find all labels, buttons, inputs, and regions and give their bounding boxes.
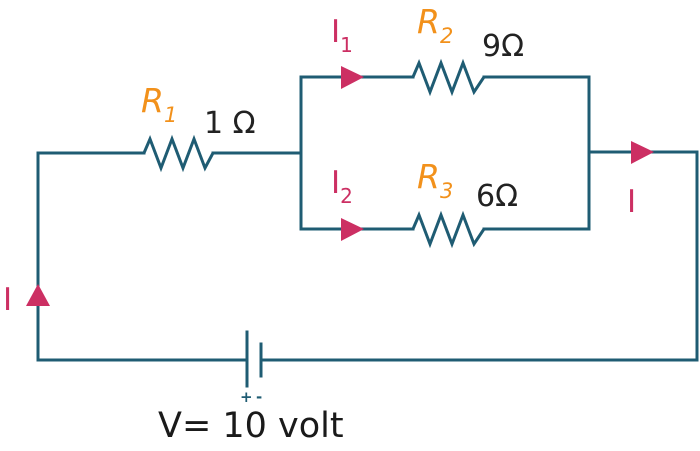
r2-name: R xyxy=(417,2,440,41)
r2-subscript: 2 xyxy=(440,24,453,48)
r1-subscript: 1 xyxy=(164,103,177,127)
battery-plus-sign: + xyxy=(240,388,253,406)
svg-text:R1: R1 xyxy=(141,81,177,127)
current-label-left: I xyxy=(3,282,12,318)
arrow-right xyxy=(631,141,654,164)
i1-name: I xyxy=(331,14,340,50)
svg-text:I1: I1 xyxy=(331,14,353,57)
current-label-right: I xyxy=(627,184,636,220)
wire-left-top xyxy=(36,153,247,362)
arrow-left xyxy=(26,284,50,306)
wire-right xyxy=(587,150,699,362)
resistor-r2 xyxy=(411,58,486,97)
r2-value: 9Ω xyxy=(482,29,524,64)
resistor-r1 xyxy=(142,134,215,173)
battery-minus-sign: - xyxy=(256,388,262,406)
r3-name: R xyxy=(417,157,440,196)
r3-value: 6Ω xyxy=(476,179,518,214)
svg-text:I2: I2 xyxy=(331,165,353,208)
i1-subscript: 1 xyxy=(340,33,353,57)
arrow-i2 xyxy=(341,218,364,241)
voltage-label: V= 10 volt xyxy=(158,406,344,446)
i2-subscript: 2 xyxy=(340,184,353,208)
svg-text:R2: R2 xyxy=(417,2,453,48)
r1-name: R xyxy=(141,81,164,120)
r3-subscript: 3 xyxy=(440,179,453,203)
r1-value: 1 Ω xyxy=(204,106,256,141)
i2-name: I xyxy=(331,165,340,201)
resistor-r3 xyxy=(411,210,486,249)
svg-text:R3: R3 xyxy=(417,157,453,203)
arrow-i1 xyxy=(341,66,364,89)
